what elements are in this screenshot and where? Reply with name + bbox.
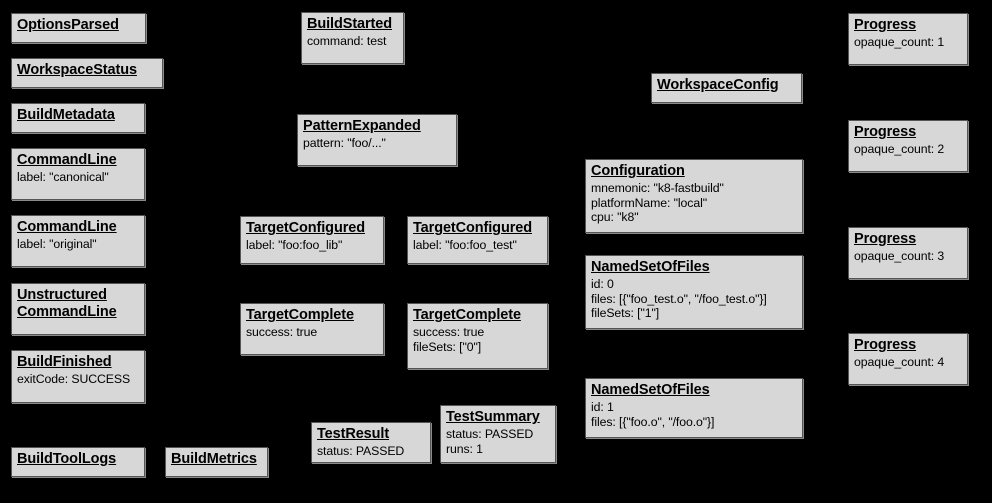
node-title: Configuration (591, 163, 685, 179)
node-title: TargetComplete (413, 307, 521, 323)
node-field: label: "original" (17, 237, 97, 252)
node-build-metrics[interactable]: BuildMetrics (165, 447, 268, 477)
node-workspace-config[interactable]: WorkspaceConfig (651, 73, 802, 103)
node-title: NamedSetOfFiles (591, 259, 710, 275)
node-command-line-canonical[interactable]: CommandLine label: "canonical" (11, 148, 145, 200)
node-field: label: "foo:foo_lib" (246, 238, 343, 253)
node-title: WorkspaceConfig (657, 77, 779, 93)
node-title: BuildMetrics (171, 451, 257, 467)
node-field: files: [{"foo.o", "/foo.o"}] (591, 414, 715, 429)
node-title: Unstructured CommandLine (17, 287, 117, 321)
node-title: PatternExpanded (303, 118, 421, 134)
node-target-configured-foo-lib[interactable]: TargetConfigured label: "foo:foo_lib" (240, 216, 384, 264)
node-field: runs: 1 (446, 441, 483, 456)
node-title: CommandLine (17, 219, 117, 235)
node-field: fileSets: ["1"] (591, 306, 660, 321)
node-target-configured-foo-test[interactable]: TargetConfigured label: "foo:foo_test" (407, 216, 548, 264)
node-field: command: test (307, 34, 387, 49)
node-field: success: true (413, 325, 485, 340)
node-field: mnemonic: "k8-fastbuild" (591, 181, 724, 196)
node-progress-4[interactable]: Progress opaque_count: 4 (848, 333, 968, 385)
node-title: Progress (854, 17, 917, 33)
node-title: Progress (854, 124, 917, 140)
node-progress-2[interactable]: Progress opaque_count: 2 (848, 120, 968, 172)
node-field: success: true (246, 325, 318, 340)
node-pattern-expanded[interactable]: PatternExpanded pattern: "foo/..." (297, 114, 457, 166)
node-field: id: 0 (591, 277, 614, 292)
node-build-tool-logs[interactable]: BuildToolLogs (11, 447, 145, 477)
node-build-finished[interactable]: BuildFinished exitCode: SUCCESS (11, 350, 145, 403)
node-title: OptionsParsed (17, 17, 119, 33)
node-test-result[interactable]: TestResult status: PASSED (311, 422, 431, 463)
node-command-line-original[interactable]: CommandLine label: "original" (11, 215, 145, 267)
node-progress-1[interactable]: Progress opaque_count: 1 (848, 13, 968, 65)
node-field: files: [{"foo_test.o", "/foo_test.o"}] (591, 291, 767, 306)
node-title: TargetConfigured (413, 220, 532, 236)
node-field: cpu: "k8" (591, 210, 639, 225)
node-configuration[interactable]: Configuration mnemonic: "k8-fastbuild"pla… (585, 159, 803, 233)
node-title: TargetComplete (246, 307, 354, 323)
node-title: Progress (854, 337, 917, 353)
node-field: label: "canonical" (17, 170, 109, 185)
node-field: pattern: "foo/..." (303, 136, 386, 151)
node-field: exitCode: SUCCESS (17, 372, 131, 387)
node-field: opaque_count: 3 (854, 249, 945, 264)
node-field: fileSets: ["0"] (413, 339, 482, 354)
node-workspace-status[interactable]: WorkspaceStatus (11, 58, 163, 88)
node-unstructured-command-line[interactable]: Unstructured CommandLine (11, 283, 145, 335)
node-field: status: PASSED (317, 444, 405, 459)
node-options-parsed[interactable]: OptionsParsed (11, 13, 146, 43)
node-title: BuildStarted (307, 16, 393, 32)
node-field: opaque_count: 4 (854, 355, 945, 370)
node-title: Progress (854, 231, 917, 247)
node-field: platformName: "local" (591, 195, 707, 210)
node-field: opaque_count: 2 (854, 142, 945, 157)
node-title: BuildToolLogs (17, 451, 117, 467)
node-title: BuildMetadata (17, 107, 115, 123)
node-target-complete-foo-lib[interactable]: TargetComplete success: true (240, 303, 384, 355)
node-build-started[interactable]: BuildStarted command: test (301, 12, 404, 64)
node-field: id: 1 (591, 400, 614, 415)
node-field: opaque_count: 1 (854, 35, 945, 50)
node-title: WorkspaceStatus (17, 62, 137, 78)
node-title: NamedSetOfFiles (591, 382, 710, 398)
node-progress-3[interactable]: Progress opaque_count: 3 (848, 227, 968, 279)
node-title: BuildFinished (17, 354, 112, 370)
node-title: TestResult (317, 426, 390, 442)
node-build-metadata[interactable]: BuildMetadata (11, 103, 145, 133)
node-field: status: PASSED (446, 427, 534, 442)
node-title: TestSummary (446, 409, 540, 425)
node-title: TargetConfigured (246, 220, 365, 236)
node-title: CommandLine (17, 152, 117, 168)
node-field: label: "foo:foo_test" (413, 238, 517, 253)
